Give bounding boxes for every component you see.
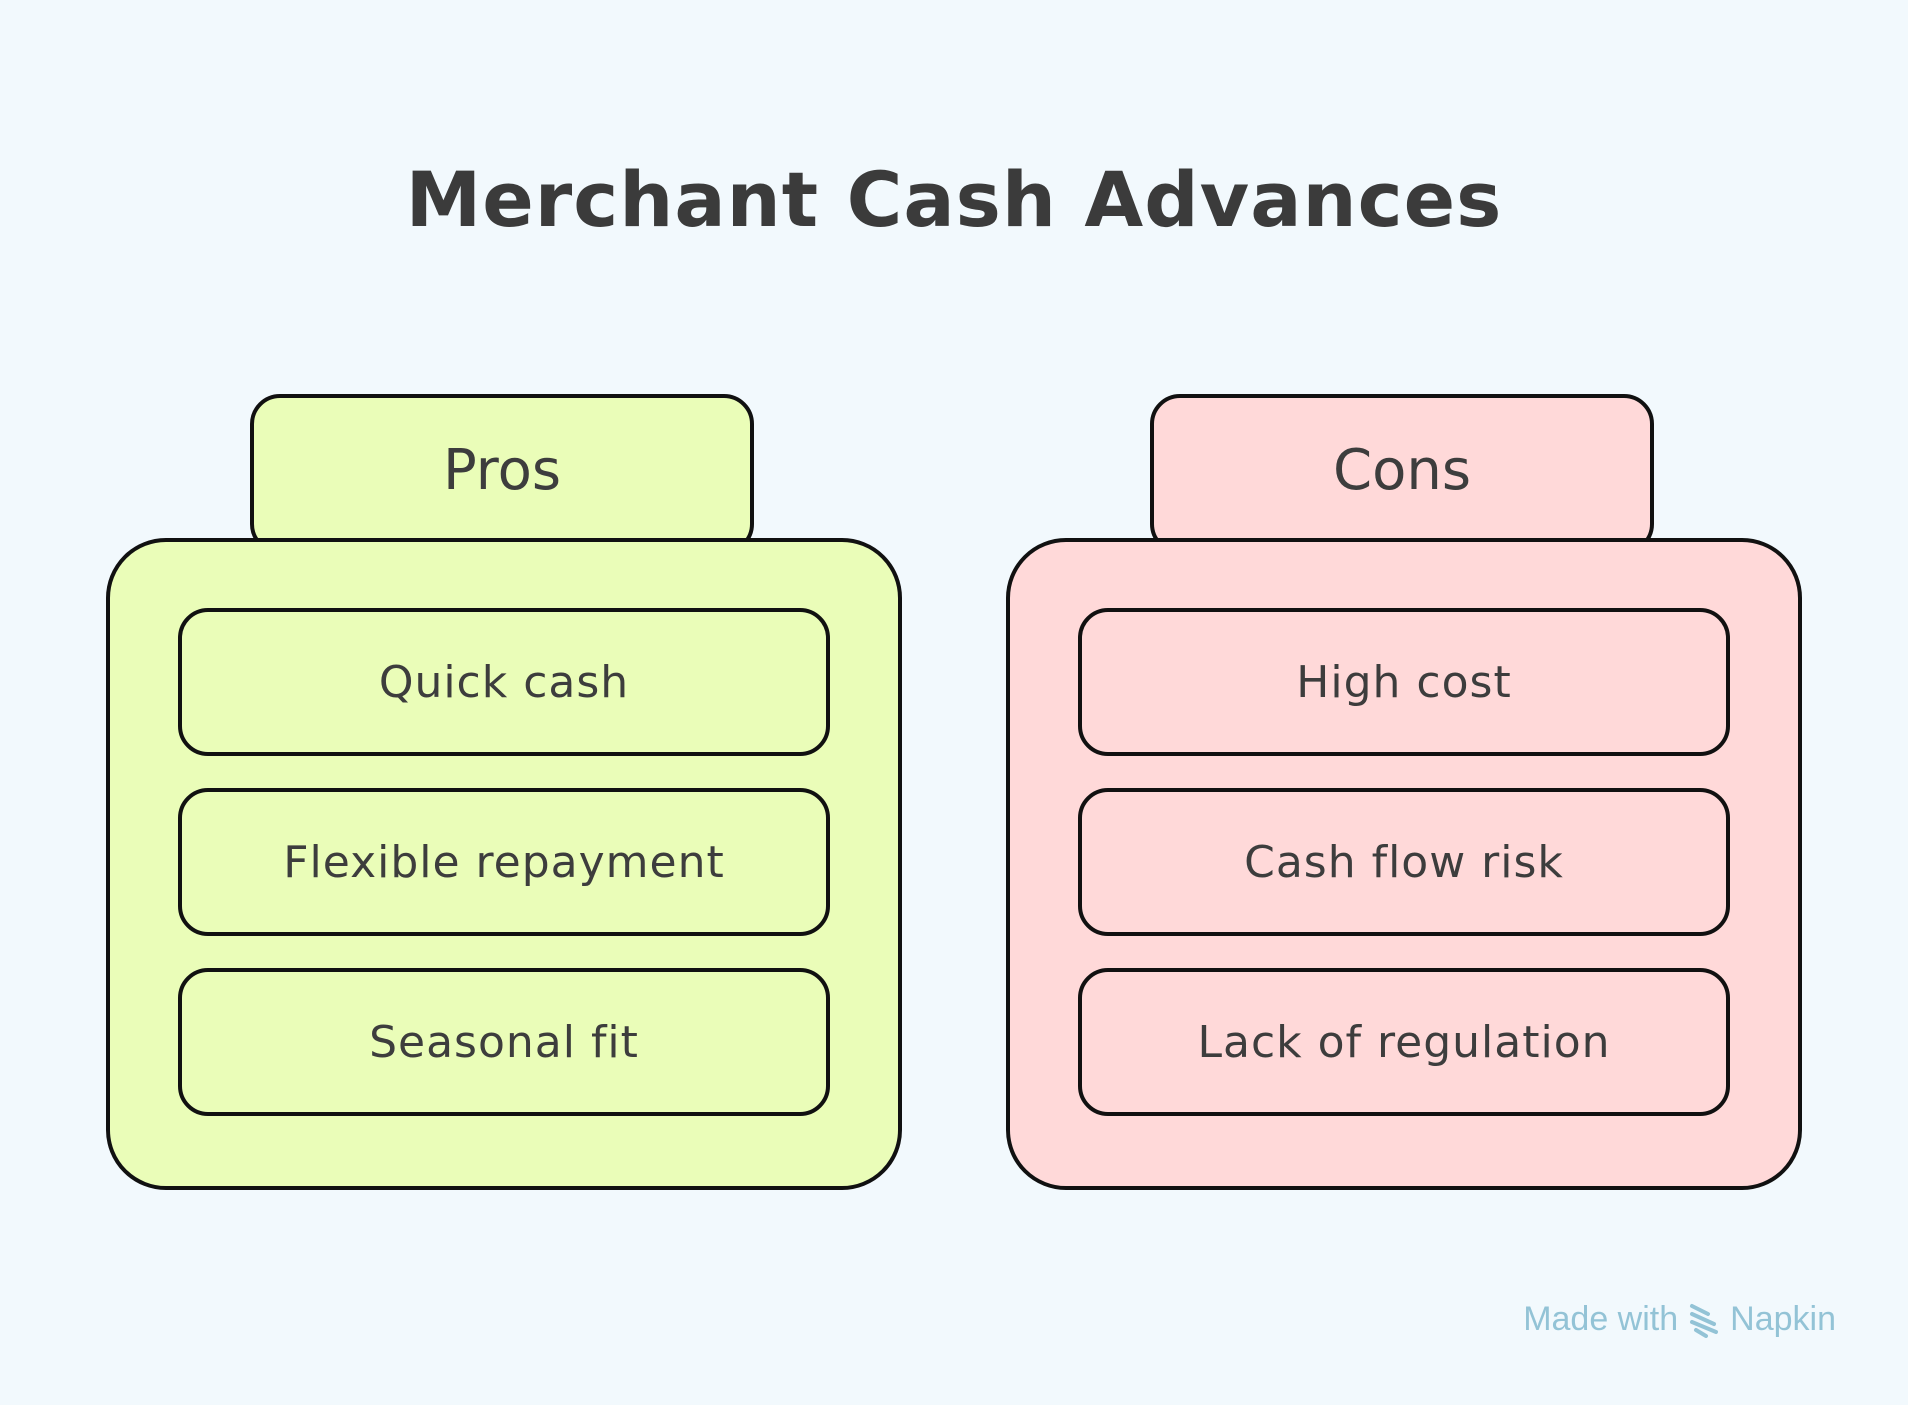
- cons-header-tab: Cons: [1150, 394, 1654, 554]
- cons-item: Cash flow risk: [1078, 788, 1730, 936]
- cons-item: High cost: [1078, 608, 1730, 756]
- made-with-label: Made with: [1523, 1300, 1679, 1338]
- napkin-logo-icon: [1688, 1302, 1720, 1338]
- made-with-napkin-footer[interactable]: Made with Napkin: [1523, 1300, 1836, 1339]
- cons-label: Cons: [1332, 438, 1472, 503]
- cons-item: Lack of regulation: [1078, 968, 1730, 1116]
- napkin-brand-label: Napkin: [1730, 1300, 1836, 1338]
- cons-panel: High cost Cash flow risk Lack of regulat…: [1006, 538, 1802, 1190]
- pros-item: Quick cash: [178, 608, 830, 756]
- pros-label: Pros: [442, 438, 561, 503]
- pros-header-tab: Pros: [250, 394, 754, 554]
- pros-item: Flexible repayment: [178, 788, 830, 936]
- pros-panel: Quick cash Flexible repayment Seasonal f…: [106, 538, 902, 1190]
- page-title: Merchant Cash Advances: [405, 155, 1503, 244]
- pros-item: Seasonal fit: [178, 968, 830, 1116]
